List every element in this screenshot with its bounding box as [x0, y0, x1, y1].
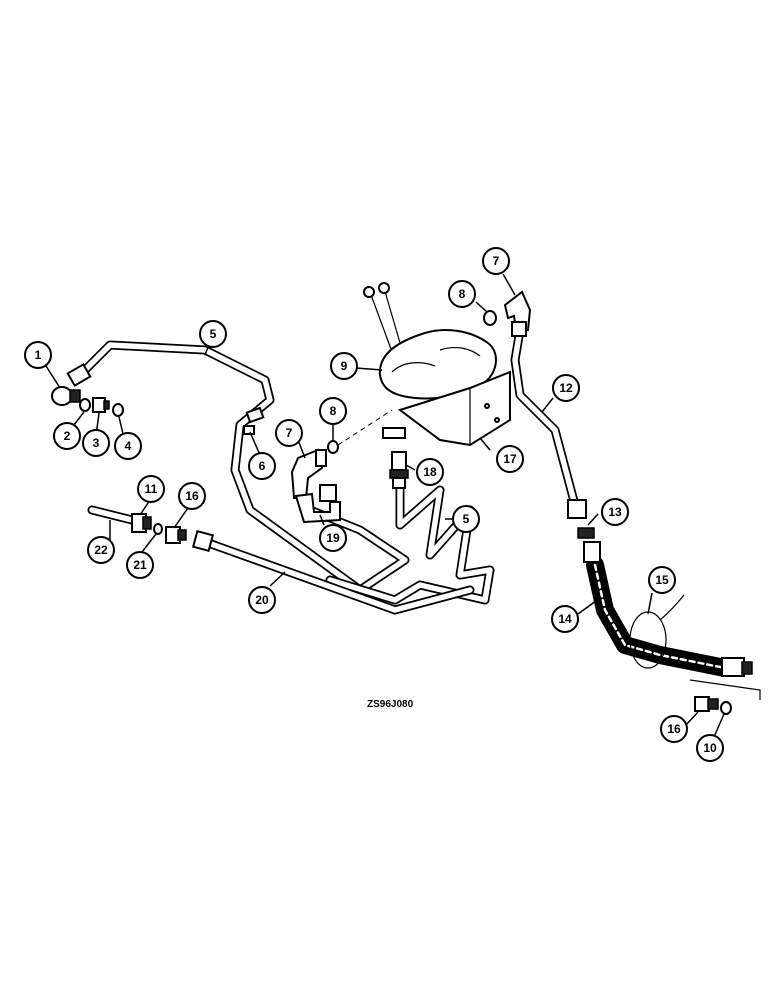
o-ring-4 — [112, 403, 124, 417]
svg-text:16: 16 — [185, 489, 199, 503]
callout-5-upper: 5 — [199, 320, 227, 348]
svg-text:21: 21 — [133, 558, 147, 572]
elbow-fitting-7-right — [503, 290, 532, 337]
connector-16-right — [694, 696, 719, 712]
callout-7-left: 7 — [275, 419, 303, 447]
elbow-fitting-7-left — [290, 448, 327, 499]
svg-text:17: 17 — [503, 452, 517, 466]
tube-5-upper — [75, 340, 410, 595]
svg-text:11: 11 — [145, 482, 158, 496]
callout-13: 13 — [601, 498, 629, 526]
callout-22: 22 — [87, 536, 115, 564]
tube-20-end-fitting — [191, 529, 215, 553]
tube-20 — [195, 535, 475, 615]
svg-text:5: 5 — [463, 512, 470, 526]
adapter-fitting-13 — [567, 499, 601, 563]
callouts: 1 2 3 4 5 5 6 7 7 8 8 9 10 11 12 13 14 1… — [24, 247, 724, 762]
callout-20: 20 — [248, 586, 276, 614]
nut-11 — [131, 513, 152, 533]
o-ring-8-left — [327, 440, 339, 454]
svg-text:19: 19 — [326, 531, 340, 545]
svg-text:8: 8 — [330, 404, 337, 418]
callout-16-left: 16 — [178, 482, 206, 510]
callout-5-lower: 5 — [452, 505, 480, 533]
svg-text:15: 15 — [655, 573, 669, 587]
svg-text:20: 20 — [255, 593, 269, 607]
svg-text:1: 1 — [35, 348, 42, 362]
adapter-fitting-18 — [389, 451, 409, 489]
callout-17: 17 — [496, 445, 524, 473]
o-ring-8-right — [483, 310, 497, 326]
hose-end-fitting — [721, 657, 753, 677]
svg-text:7: 7 — [493, 254, 500, 268]
callout-3: 3 — [82, 429, 110, 457]
callout-6: 6 — [248, 452, 276, 480]
svg-text:4: 4 — [125, 439, 132, 453]
callout-21: 21 — [126, 551, 154, 579]
svg-text:13: 13 — [608, 505, 622, 519]
svg-text:22: 22 — [94, 543, 108, 557]
callout-15: 15 — [648, 566, 676, 594]
svg-text:2: 2 — [64, 429, 71, 443]
tube-5-lower — [325, 475, 495, 605]
callout-4: 4 — [114, 432, 142, 460]
svg-text:18: 18 — [423, 465, 437, 479]
callout-8-right: 8 — [448, 280, 476, 308]
connector-16-left — [165, 526, 187, 544]
callout-18: 18 — [416, 458, 444, 486]
elbow-fitting-1 — [51, 363, 92, 406]
hose-14 — [586, 556, 734, 677]
o-ring-10 — [720, 701, 732, 715]
o-ring-2 — [79, 398, 91, 412]
tube-12 — [510, 325, 580, 510]
bulkhead-plate — [689, 679, 761, 700]
callout-14: 14 — [551, 605, 579, 633]
svg-text:9: 9 — [341, 359, 348, 373]
o-ring-21 — [153, 523, 163, 535]
clamp-6 — [243, 406, 265, 435]
callout-10: 10 — [696, 734, 724, 762]
control-valve-9 — [363, 282, 497, 400]
callout-11: 11 — [137, 475, 165, 503]
adapter-3 — [92, 397, 110, 413]
drawing-code: ZS96J080 — [367, 699, 414, 710]
callout-1: 1 — [24, 341, 52, 369]
svg-text:6: 6 — [259, 459, 266, 473]
svg-text:16: 16 — [667, 722, 681, 736]
svg-text:3: 3 — [93, 436, 100, 450]
callout-9: 9 — [330, 352, 358, 380]
callout-7-right: 7 — [482, 247, 510, 275]
svg-text:12: 12 — [559, 381, 573, 395]
callout-12: 12 — [552, 374, 580, 402]
svg-text:10: 10 — [703, 741, 717, 755]
svg-text:5: 5 — [210, 327, 217, 341]
bracket-17 — [382, 370, 511, 447]
callout-8-left: 8 — [319, 397, 347, 425]
callout-19: 19 — [319, 524, 347, 552]
callout-2: 2 — [53, 422, 81, 450]
svg-text:7: 7 — [286, 426, 293, 440]
callout-16-right: 16 — [660, 715, 688, 743]
elbow-19 — [294, 484, 341, 524]
svg-text:8: 8 — [459, 287, 466, 301]
svg-text:14: 14 — [558, 612, 572, 626]
